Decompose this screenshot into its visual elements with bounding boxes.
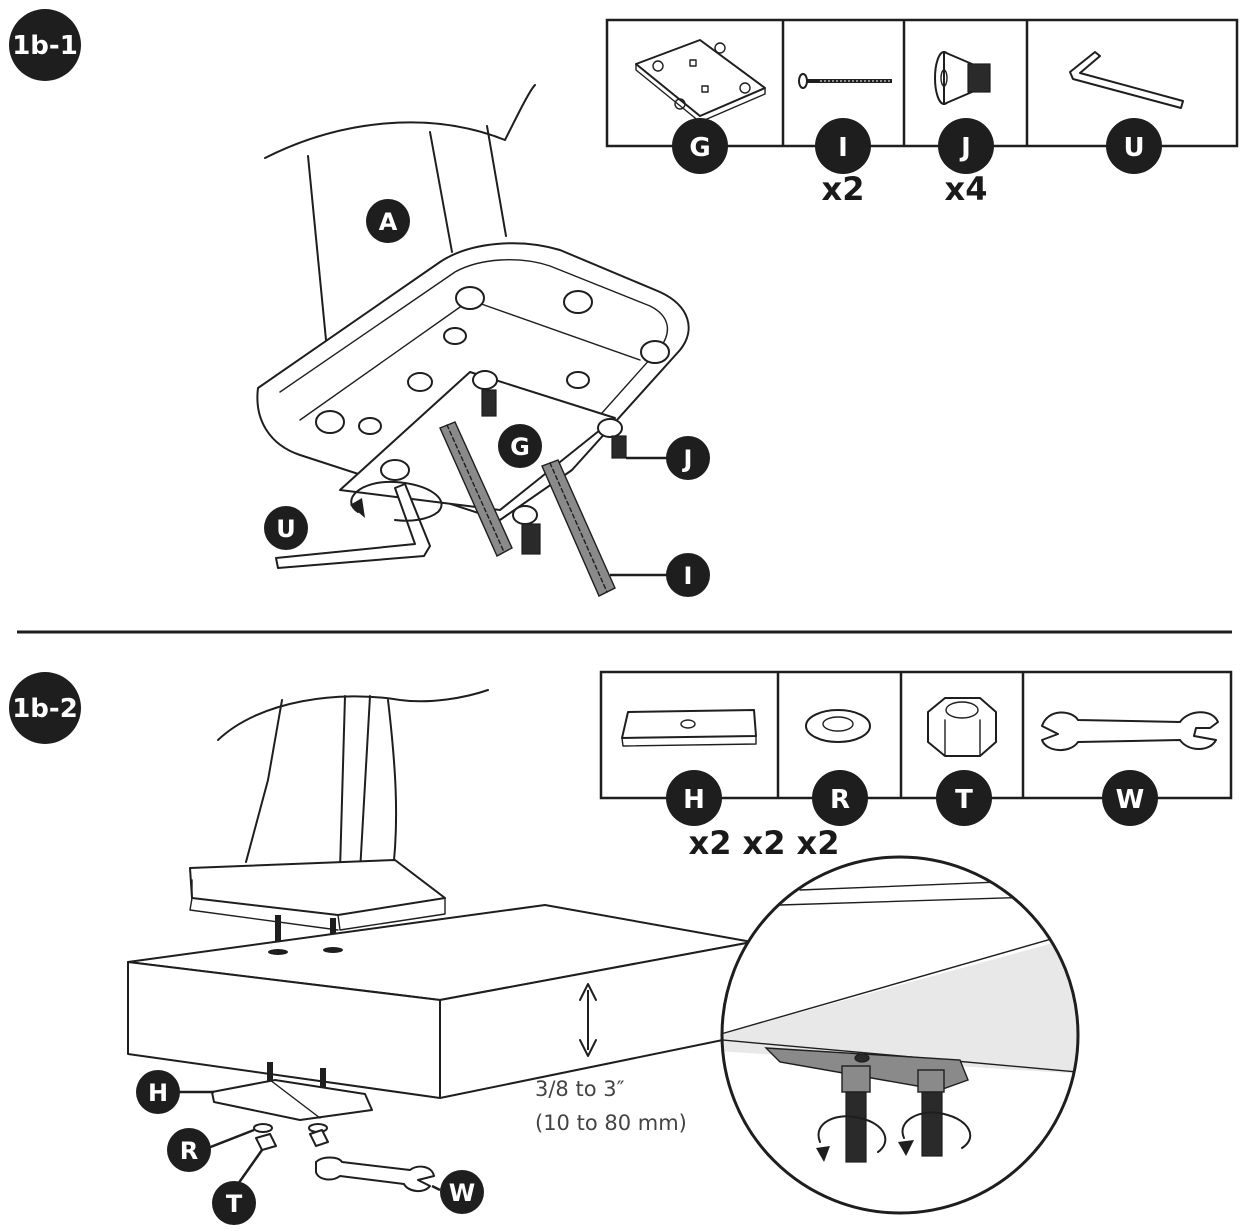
step-1b-2: 1b-2 [9, 670, 1233, 1225]
callout-h: H [136, 1070, 214, 1114]
svg-text:G: G [510, 433, 530, 461]
part-label-u: U [1106, 118, 1162, 174]
dimension-metric: (10 to 80 mm) [535, 1111, 687, 1135]
callout-w: W [431, 1170, 484, 1214]
wrench-icon [1041, 711, 1219, 751]
qty-j: x4 [945, 170, 988, 208]
svg-text:R: R [830, 785, 850, 815]
callout-j: J [626, 436, 710, 480]
svg-text:H: H [148, 1079, 168, 1107]
qty-h: x2 [689, 824, 732, 862]
svg-text:U: U [1123, 133, 1144, 163]
step-label-1b-2: 1b-2 [12, 694, 78, 724]
svg-text:I: I [838, 133, 848, 163]
detail-zoom-circle [720, 855, 1080, 1215]
callout-r: R [167, 1128, 255, 1172]
flat-head-screw-icon [934, 51, 991, 105]
hex-key-icon [1069, 51, 1184, 109]
step-1b-1: 1b-1 [9, 9, 1239, 597]
part-label-r: R [812, 770, 868, 826]
svg-text:W: W [1116, 785, 1145, 815]
step-label-1b-1: 1b-1 [12, 31, 78, 61]
svg-text:J: J [959, 133, 971, 163]
lock-washer-icon [805, 709, 871, 743]
parts-box-2: H x2 R x2 T x2 W [599, 670, 1233, 862]
callout-u: U [264, 506, 308, 550]
parts-box-1: G I x2 J x4 U [605, 18, 1239, 208]
svg-text:G: G [689, 133, 710, 163]
callout-g: G [498, 424, 542, 468]
monitor-arm-base-illustration [256, 84, 690, 597]
svg-text:I: I [684, 562, 693, 590]
part-label-h: H [666, 770, 722, 826]
part-label-g: G [672, 118, 728, 174]
part-label-t: T [936, 770, 992, 826]
bolt-left [439, 421, 513, 557]
svg-text:W: W [449, 1179, 475, 1207]
svg-text:T: T [955, 785, 973, 815]
thickness-dimension-arrow [579, 983, 597, 1057]
callout-i: I [610, 553, 710, 597]
qty-t: x2 [797, 824, 840, 862]
backing-plate-icon [621, 709, 757, 747]
svg-text:H: H [683, 785, 705, 815]
svg-text:J: J [682, 445, 693, 473]
part-label-i: I [815, 118, 871, 174]
long-bolt-icon [798, 73, 892, 89]
hex-nut-icon [927, 697, 997, 757]
svg-text:R: R [180, 1137, 198, 1165]
part-label-w: W [1102, 770, 1158, 826]
mounting-plate-icon [635, 39, 766, 123]
callout-t: T [212, 1149, 264, 1225]
qty-r: x2 [743, 824, 786, 862]
desk-mount-illustration: 3/8 to 3″ (10 to 80 mm) [127, 689, 753, 1192]
svg-text:U: U [276, 515, 296, 543]
qty-i: x2 [822, 170, 865, 208]
bolt-right [541, 459, 616, 597]
part-label-j: J [938, 118, 994, 174]
svg-text:T: T [226, 1190, 243, 1218]
svg-text:A: A [379, 208, 398, 236]
dimension-imperial: 3/8 to 3″ [535, 1077, 625, 1101]
callout-a: A [366, 199, 410, 243]
